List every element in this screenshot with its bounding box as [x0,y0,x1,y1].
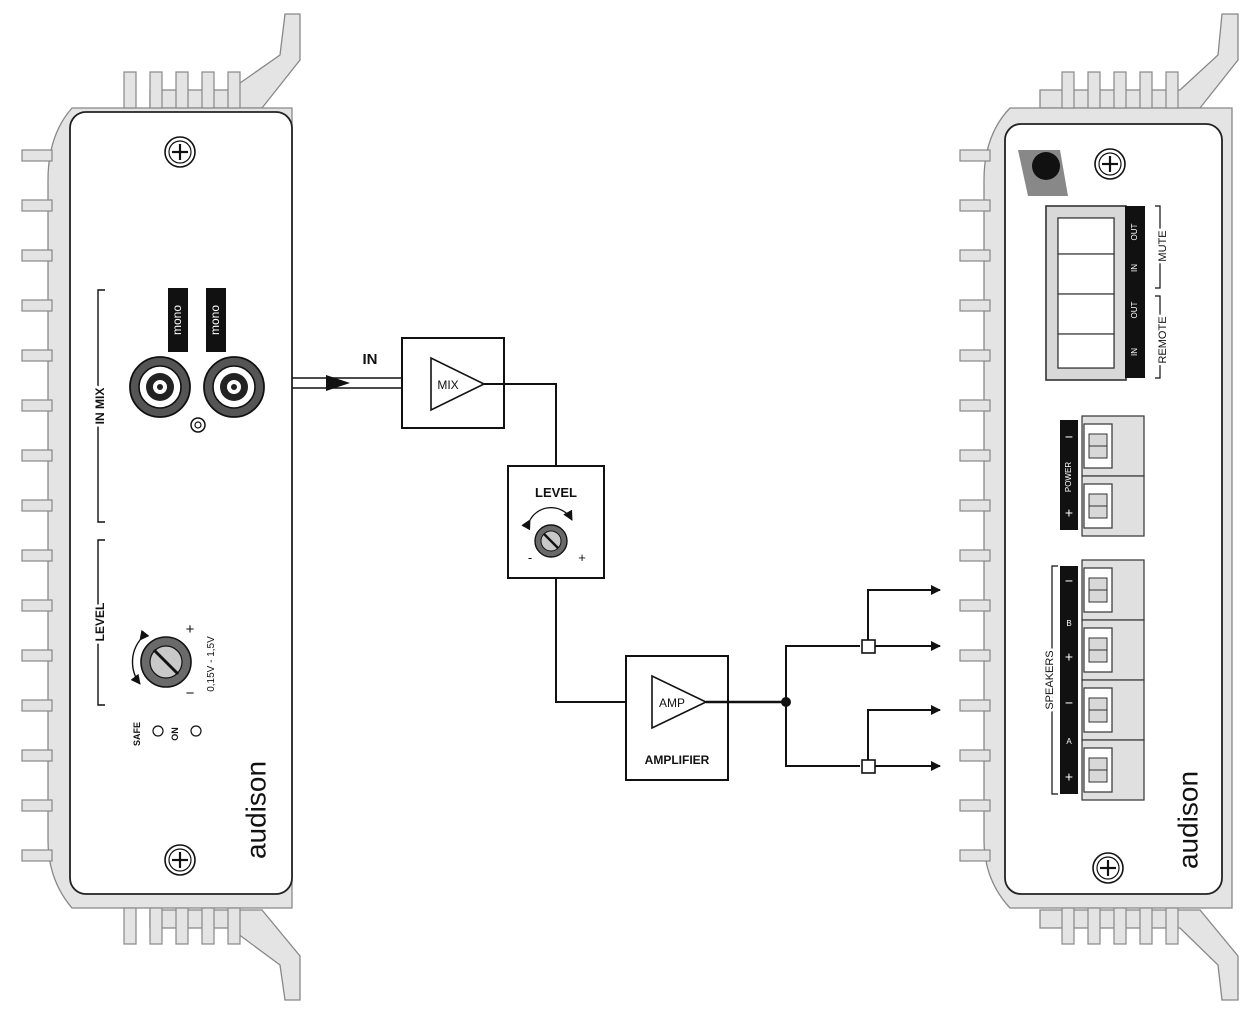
split-node-lower [861,759,876,774]
level-block-minus: - [528,550,532,565]
mono-tag-2 [206,288,226,352]
speaker-terminal-b-minus[interactable] [1081,559,1145,621]
arrow-to-speaker-a-minus [867,705,941,760]
screw-icon [163,843,197,877]
safe-label: SAFE [132,722,142,746]
in-label: IN [363,351,378,368]
level-block-plus: + [578,550,586,565]
speakers-bracket [1051,565,1058,795]
mono-label-2: mono [208,305,222,335]
level-section-label: LEVEL [93,603,107,642]
screw-icon [163,135,197,169]
remote-mute-label-strip [1125,206,1145,378]
rotation-arrow-icon [130,629,150,685]
knob-plus-label: + [186,621,195,638]
output-wire-lower [785,702,860,767]
speaker-terminal-a-plus[interactable] [1081,739,1145,801]
level-bracket [97,539,105,706]
arrow-to-speaker-b-minus [867,585,941,640]
speaker-b-minus-label: − [1065,573,1073,589]
speaker-terminal-a-minus[interactable] [1081,679,1145,741]
remote-in-label: IN [1130,348,1139,356]
level-block-rotation-icon [521,507,573,531]
level-block-title: LEVEL [535,485,577,500]
mono-label-1: mono [170,305,184,335]
level-knob[interactable] [140,636,192,688]
mix-label: MIX [437,378,458,392]
power-plus-label: + [1065,505,1073,521]
knob-minus-label: − [186,685,195,702]
brand-logo-left: audison [240,761,271,859]
speaker-label-strip [1060,566,1078,794]
speaker-a-minus-label: − [1065,695,1073,711]
in-mix-label: IN MIX [93,388,107,425]
speaker-b-plus-label: + [1065,649,1073,665]
power-terminal-minus[interactable] [1081,415,1145,477]
split-node-upper [861,639,876,654]
screw-icon [1093,147,1127,181]
input-bracket [97,289,105,523]
level-range-label: 0,15V - 1,5V [206,636,217,692]
brand-logo-right: audison [1172,771,1203,869]
rca-input-2[interactable] [203,356,265,418]
remote-mute-connector[interactable] [1045,205,1127,381]
left-faceplate [69,111,293,895]
mix-to-level-wire [484,383,557,466]
power-terminal-plus[interactable] [1081,475,1145,537]
mute-label: MUTE [1157,230,1169,261]
power-label-strip [1060,420,1078,530]
speaker-a-plus-label: + [1065,769,1073,785]
power-minus-label: − [1065,429,1073,445]
speakers-label: SPEAKERS [1044,650,1056,709]
remote-label: REMOTE [1157,316,1169,363]
output-wire-upper [785,645,860,702]
status-light-icon [1018,150,1068,196]
mono-tag-1 [168,288,188,352]
remote-out-label: OUT [1130,301,1139,318]
safe-led [152,725,164,737]
input-arrow-icon [326,375,350,391]
remote-bracket [1155,295,1161,379]
mute-out-label: OUT [1130,223,1139,240]
level-block-knob-icon [534,524,568,558]
power-label: POWER [1064,462,1073,492]
ground-screw-icon [190,417,206,433]
amp-label: AMP [659,696,685,710]
on-label: ON [170,727,180,741]
mute-in-label: IN [1130,264,1139,272]
on-led [190,725,202,737]
speaker-terminal-b-plus[interactable] [1081,619,1145,681]
level-block [507,465,605,579]
rca-input-1[interactable] [129,356,191,418]
speaker-a-label: A [1066,737,1072,746]
speaker-b-label: B [1066,619,1071,628]
mute-bracket [1155,205,1161,289]
level-to-amp-wire [555,578,652,703]
screw-icon [1091,851,1125,885]
amplifier-title: AMPLIFIER [645,753,710,767]
amplifier-block [625,655,729,781]
